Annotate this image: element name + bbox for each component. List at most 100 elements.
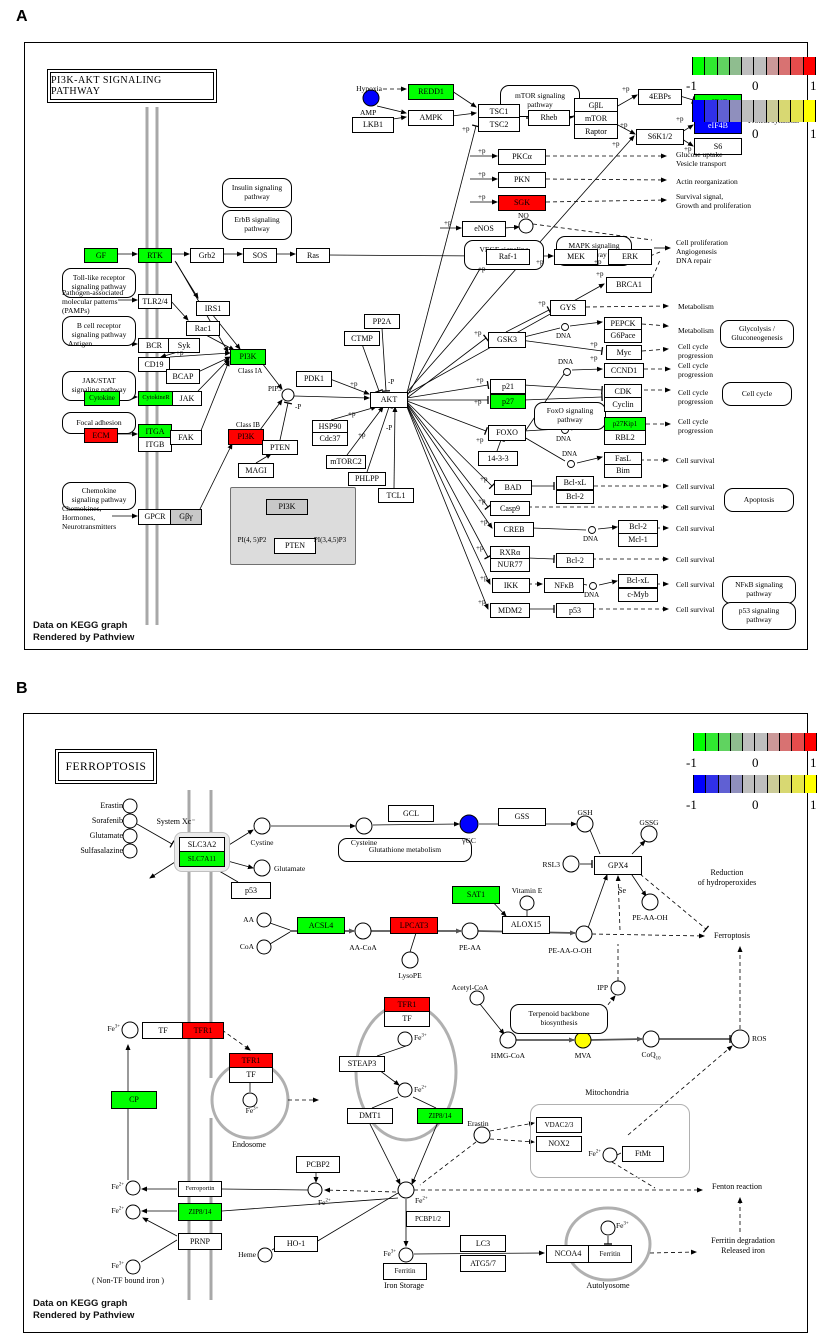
gene-ecm: ECM <box>84 428 118 443</box>
compound-circle <box>602 1147 618 1163</box>
scale-cell <box>779 57 792 75</box>
gene-sat1: SAT1 <box>452 886 500 904</box>
compound-circle <box>562 855 580 873</box>
gene-g: Gβγ <box>170 509 202 525</box>
gene-p53: p53 <box>556 603 594 618</box>
phospho-mark: +p <box>478 265 486 273</box>
text-label: PI(3,4,5)P3 <box>313 536 347 544</box>
gene-creb: CREB <box>494 522 534 537</box>
panel-letter: B <box>16 680 28 697</box>
gene-lkb1: LKB1 <box>352 117 394 133</box>
scale-cell <box>767 775 781 793</box>
gene-cdc37: Cdc37 <box>312 432 348 446</box>
gene-erk: ERK <box>608 249 652 265</box>
text-label: Cell survival <box>676 503 715 512</box>
scale-cell <box>692 100 706 122</box>
scale-cell <box>754 57 767 75</box>
gene-brca1: BRCA1 <box>606 277 652 293</box>
color-scale-bar <box>693 775 817 793</box>
pathway-link-box: Toll-like receptor signaling pathway <box>62 268 136 298</box>
edge <box>269 931 291 945</box>
pathway-link-box: Glutathione metabolism <box>338 838 472 862</box>
scale-cell <box>803 57 816 75</box>
gene-tcl1: TCL1 <box>378 488 414 503</box>
gene-jak: JAK <box>172 391 202 406</box>
gene-cyclin: Cyclin <box>604 397 642 412</box>
compound-circle <box>122 828 138 844</box>
gene-lpcat3: LPCAT3 <box>390 917 438 934</box>
gene-phlpp: PHLPP <box>348 472 386 486</box>
compound-label: Fe2+ <box>588 1149 601 1158</box>
scale-cell <box>742 57 755 75</box>
compound-label: γGC <box>462 836 476 845</box>
gene-tsc2: TSC2 <box>478 117 520 132</box>
edge <box>361 343 383 393</box>
compound-label: RSL3 <box>542 860 560 869</box>
gene-gpx4: GPX4 <box>594 856 642 875</box>
edge <box>261 362 283 390</box>
edge <box>587 874 608 929</box>
compound-label: Heme <box>238 1250 256 1259</box>
edge <box>629 871 647 897</box>
gene-mek: MEK <box>554 249 598 265</box>
edge <box>371 1096 399 1109</box>
pathway-link-box: Apoptosis <box>724 488 794 512</box>
scale-cell <box>766 100 780 122</box>
edge <box>411 1121 439 1185</box>
dna-circle <box>563 368 571 376</box>
gene-tf: TF <box>142 1022 184 1039</box>
edge <box>315 1192 399 1243</box>
compound-circle <box>642 1030 660 1048</box>
panel-frame <box>24 42 808 650</box>
edge <box>346 406 384 456</box>
scale-number: -1 <box>686 797 697 812</box>
phospho-mark: +p <box>538 299 546 307</box>
gene-pkn: PKN <box>498 172 546 188</box>
gene-rac1: Rac1 <box>186 321 220 336</box>
scale-number: -1 <box>686 755 697 770</box>
edge <box>324 1187 397 1193</box>
gene-raf1: Raf-1 <box>486 249 530 265</box>
edge <box>392 406 398 489</box>
gene-1433: 14-3-3 <box>478 451 518 466</box>
compound-label: Fe3+ <box>414 1033 427 1042</box>
gene-nox2: NOX2 <box>536 1136 582 1152</box>
compound-label: GSSG <box>639 818 659 827</box>
gene-fak: FAK <box>170 430 202 445</box>
phospho-mark: +p <box>462 125 470 133</box>
edge <box>381 327 391 392</box>
compound-circle <box>461 922 479 940</box>
gene-cytokiner: CytokineR <box>138 391 174 406</box>
dna-label: DNA <box>583 535 599 543</box>
scale-cell <box>792 775 805 793</box>
text-label: Erastin <box>100 801 123 810</box>
compound-circle <box>600 1220 616 1236</box>
gene-bcr: BCR <box>138 338 170 353</box>
gene-bcap: BCAP <box>166 369 200 384</box>
gene-casp9: Casp9 <box>490 501 530 516</box>
gene-ho1: HO-1 <box>274 1236 318 1252</box>
scale-cell <box>779 100 792 122</box>
gene-ftmt: FtMt <box>622 1146 664 1162</box>
organelle-outline <box>564 1206 652 1282</box>
phospho-mark: +p <box>348 410 356 418</box>
gene-rbl2: RBL2 <box>604 430 646 445</box>
scale-cell <box>766 57 780 75</box>
pathway-link-box: VEGF signaling pathway <box>464 240 544 270</box>
compound-label: AA <box>243 915 254 924</box>
gene-akt: AKT <box>370 392 408 408</box>
edge <box>532 223 653 241</box>
edge <box>199 360 230 434</box>
compound-circle <box>575 925 593 943</box>
gene-gf: GF <box>84 248 118 263</box>
edge <box>378 1069 400 1086</box>
phospho-mark: +p <box>480 518 488 526</box>
phospho-mark: +p <box>476 544 484 552</box>
compound-circle <box>397 1181 415 1199</box>
edge <box>641 346 669 352</box>
gene-pkc: PKCα <box>498 149 546 165</box>
compound-circle <box>257 1247 273 1263</box>
